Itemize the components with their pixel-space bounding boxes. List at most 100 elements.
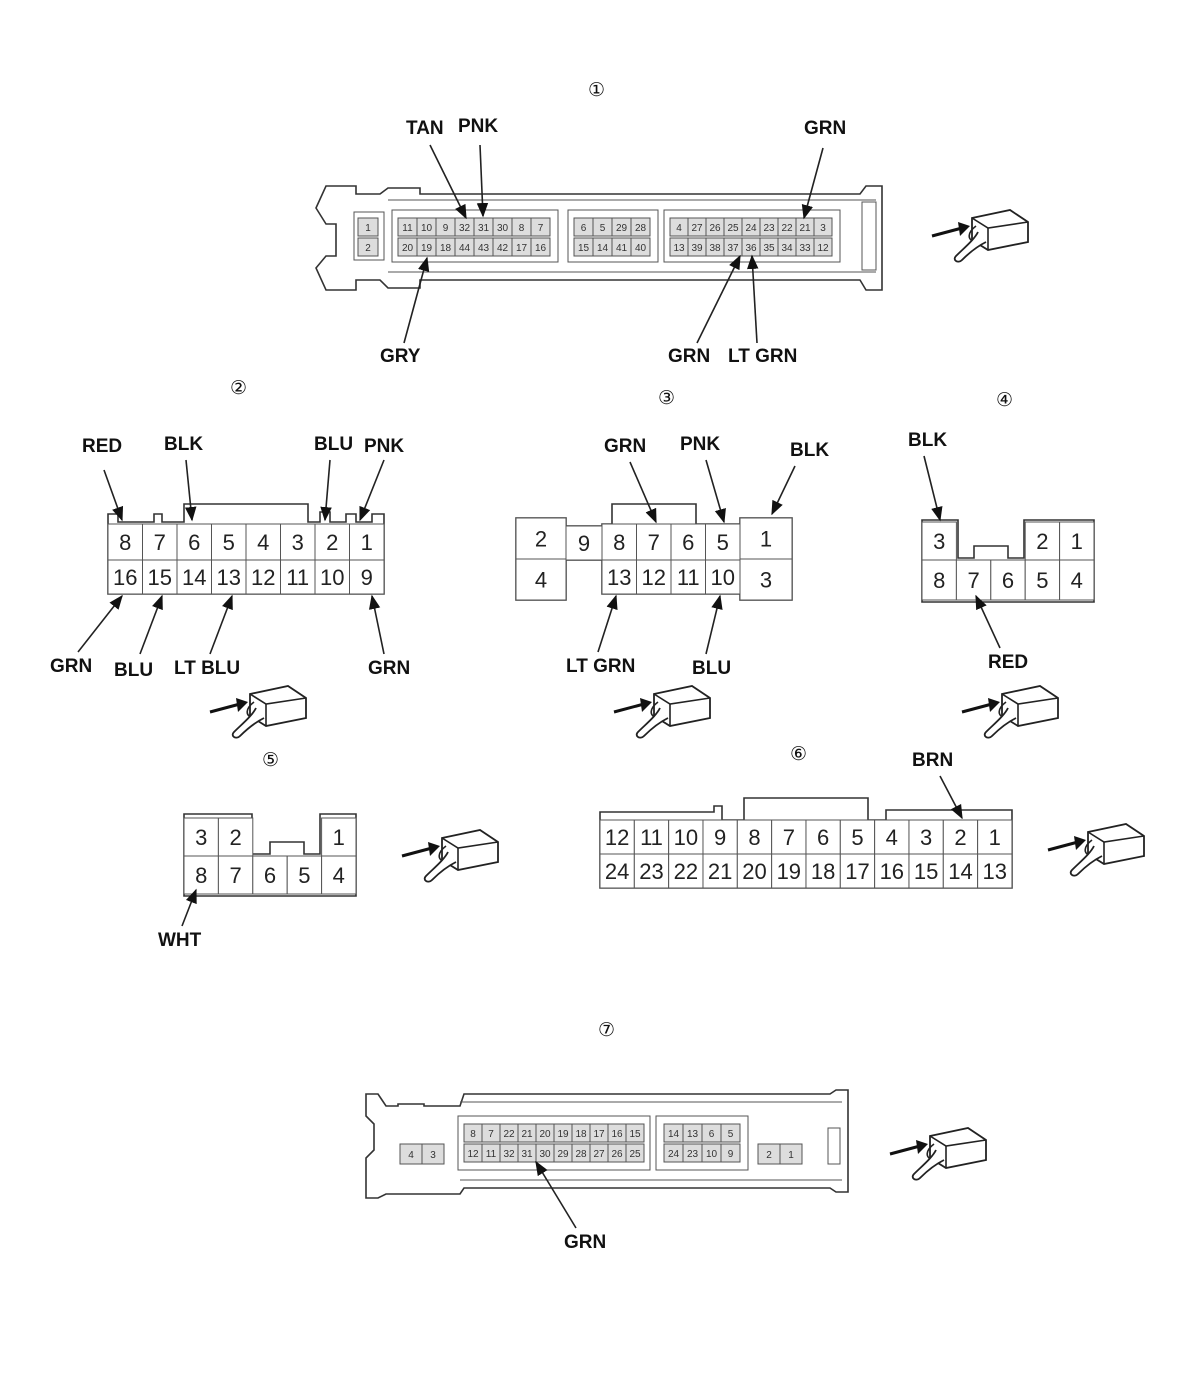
- pin-cell: 1: [357, 217, 379, 237]
- pin-cell: 12: [245, 559, 281, 595]
- pin-number: 19: [777, 859, 801, 884]
- wire-label: LT GRN: [728, 346, 797, 367]
- pin-number: 2: [229, 825, 241, 850]
- pin-number: 12: [467, 1149, 479, 1160]
- pin-number: 16: [611, 1129, 623, 1140]
- pin-cell: 2: [217, 817, 254, 857]
- pin-number: 5: [1036, 568, 1048, 593]
- connector-3-wire-labels: GRN PNK BLK LT GRN BLU: [566, 434, 829, 679]
- pin-number: 8: [613, 530, 625, 555]
- pin-cell: 3: [280, 523, 316, 561]
- pin-cell: 21: [702, 853, 738, 889]
- pin-number: 2: [326, 530, 338, 555]
- connector-7-wire-labels: GRN: [564, 1232, 606, 1253]
- pin-number: 7: [229, 863, 241, 888]
- pin-cell: 17: [839, 853, 876, 889]
- pin-cell: 2: [942, 819, 979, 855]
- pin-number: 1: [989, 825, 1001, 850]
- connector-2-leaders: [77, 459, 385, 655]
- pin-cell: 6: [990, 559, 1026, 601]
- pin-number: 11: [677, 565, 700, 590]
- pin-number: 6: [709, 1129, 715, 1140]
- pin-cell: 24: [741, 217, 761, 237]
- pin-number: 8: [119, 530, 131, 555]
- connector-1-wire-labels: TAN PNK GRN GRY GRN LT GRN: [380, 116, 846, 367]
- pin-number: 16: [113, 565, 137, 590]
- pin-cell: 4: [245, 523, 281, 561]
- pin-number: 18: [440, 243, 452, 254]
- pin-cell: 5: [839, 819, 876, 855]
- wire-label: TAN: [406, 118, 444, 139]
- pin-number: 7: [488, 1129, 494, 1140]
- pin-number: 14: [948, 859, 972, 884]
- pin-number: 1: [760, 527, 772, 552]
- pin-cell: 1: [1059, 521, 1095, 561]
- pin-number: 10: [706, 1149, 718, 1160]
- pin-number: 18: [575, 1129, 587, 1140]
- pin-number: 30: [497, 223, 509, 234]
- pin-number: 4: [1071, 568, 1083, 593]
- pin-number: 2: [1036, 529, 1048, 554]
- wire-label: GRN: [50, 656, 92, 677]
- pin-cell: 9: [565, 525, 603, 561]
- wire-label: PNK: [364, 436, 404, 457]
- pin-number: 9: [443, 223, 449, 234]
- pin-cell: 2: [757, 1143, 781, 1165]
- pin-cell: 1: [321, 817, 357, 857]
- pin-cell: 5: [720, 1123, 741, 1143]
- wire-label: PNK: [680, 434, 720, 455]
- pin-cell: 16: [874, 853, 910, 889]
- pin-number: 11: [286, 565, 309, 590]
- pin-number: 8: [195, 863, 207, 888]
- pin-number: 39: [691, 243, 703, 254]
- pin-number: 4: [676, 223, 682, 234]
- pin-cell: 4: [321, 855, 357, 895]
- pin-cell: 40: [630, 237, 651, 257]
- connector-7-number: ⑦: [598, 1019, 615, 1041]
- pin-number: 9: [578, 531, 590, 556]
- pin-number: 2: [365, 243, 371, 254]
- pin-cell: 42: [492, 237, 513, 257]
- terminal-side-view-icon: [1046, 822, 1146, 878]
- pin-number: 13: [673, 243, 685, 254]
- wire-label: BLK: [164, 434, 203, 455]
- pin-cell: 14: [592, 237, 613, 257]
- pin-number: 34: [781, 243, 793, 254]
- wire-label: BLU: [114, 660, 153, 681]
- pin-number: 32: [503, 1149, 515, 1160]
- pin-cell: 11: [670, 559, 706, 595]
- pin-number: 10: [421, 223, 433, 234]
- pin-number: 22: [674, 859, 698, 884]
- pin-cell: 38: [705, 237, 725, 257]
- pin-number: 30: [539, 1149, 551, 1160]
- pin-cell: 27: [687, 217, 707, 237]
- pin-cell: 34: [777, 237, 797, 257]
- pin-number: 33: [799, 243, 811, 254]
- pin-number: 3: [820, 223, 826, 234]
- connector-5-number: ⑤: [262, 749, 279, 771]
- connector-4-number: ④: [996, 389, 1013, 411]
- pin-cell: 22: [499, 1123, 519, 1143]
- pin-number: 4: [257, 530, 269, 555]
- pin-cell: 2: [357, 237, 379, 257]
- connector-5-leaders: [181, 888, 197, 927]
- pin-number: 7: [648, 530, 660, 555]
- pin-number: 25: [727, 223, 739, 234]
- connector-2-wire-labels: RED BLK BLU PNK GRN BLU LT BLU GRN: [50, 434, 410, 681]
- pin-cell: 8: [511, 217, 532, 237]
- pin-number: 4: [333, 863, 345, 888]
- pin-cell: 6: [252, 855, 288, 895]
- pin-number: 4: [408, 1150, 414, 1161]
- pin-cell: 30: [535, 1143, 555, 1163]
- pin-number: 1: [361, 530, 373, 555]
- pin-cell: 14: [176, 559, 212, 595]
- pin-cell: 32: [499, 1143, 519, 1163]
- pin-cell: 7: [636, 523, 672, 561]
- pin-cell: 23: [682, 1143, 703, 1163]
- pin-number: 23: [639, 859, 663, 884]
